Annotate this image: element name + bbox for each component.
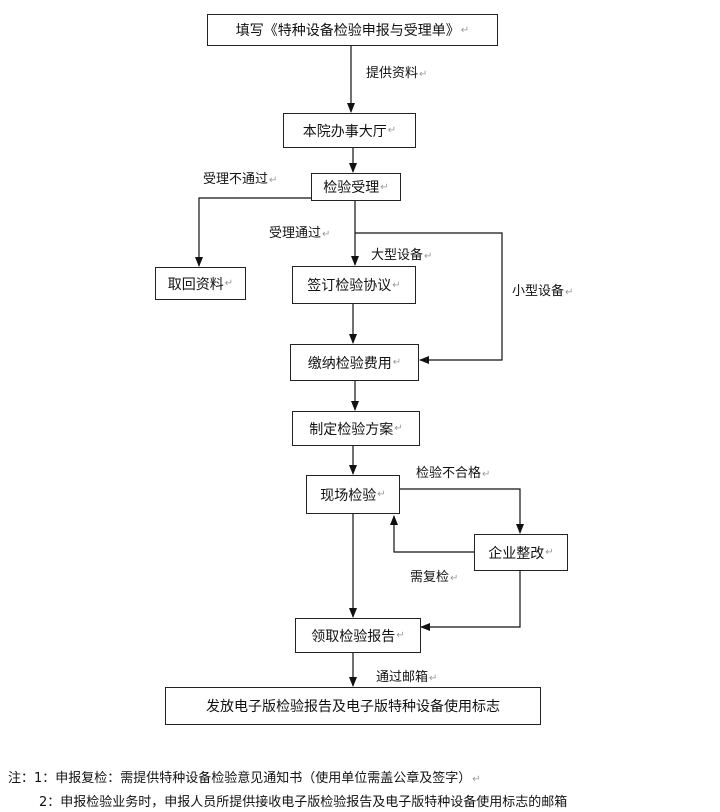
note-line-1-text: 注：1：申报复检：需提供特种设备检验意见通知书（使用单位需盖公章及签字） [8, 771, 472, 786]
note-line-2-text: 2：申报检验业务时，申报人员所提供接收电子版检验报告及电子版特种设备使用标志的邮… [39, 795, 568, 810]
paragraph-mark: ↵ [424, 251, 433, 262]
box-inspection-acceptance: 检验受理↵ [311, 173, 401, 201]
box-issue-report: 发放电子版检验报告及电子版特种设备使用标志 [165, 687, 541, 725]
box-service-hall-label: 本院办事大厅 [302, 123, 387, 140]
box-inspection-acceptance-label: 检验受理 [323, 180, 380, 196]
paragraph-mark: ↵ [482, 469, 491, 480]
box-fill-form-label: 填写《特种设备检验申报与受理单》 [235, 23, 460, 39]
box-pay-fee: 缴纳检验费用↵ [290, 344, 419, 381]
box-rectification-label: 企业整改 [488, 545, 545, 562]
arrow-rectification-to-onsite [390, 515, 474, 553]
paragraph-mark: ↵ [377, 489, 386, 500]
box-collect-report-label: 领取检验报告 [311, 628, 396, 645]
note-line-2: 2：申报检验业务时，申报人员所提供接收电子版检验报告及电子版特种设备使用标志的邮… [39, 791, 567, 810]
paragraph-mark: ↵ [224, 278, 234, 289]
label-unqualified: 检验不合格↵ [416, 462, 490, 481]
box-sign-agreement-label: 签订检验协议 [307, 278, 392, 294]
box-pay-fee-label: 缴纳检验费用 [307, 355, 392, 372]
box-issue-report-label: 发放电子版检验报告及电子版特种设备使用标志 [206, 699, 500, 715]
paragraph-mark: ↵ [450, 573, 459, 584]
paragraph-mark: ↵ [460, 24, 470, 36]
label-accepted-text: 受理通过 [269, 226, 322, 241]
box-make-plan-label: 制定检验方案 [309, 421, 394, 438]
box-onsite-inspection-label: 现场检验 [320, 487, 377, 504]
box-rectification: 企业整改↵ [474, 534, 568, 571]
label-provide-materials-text: 提供资料 [366, 66, 419, 81]
paragraph-mark: ↵ [472, 774, 481, 785]
paragraph-mark: ↵ [394, 423, 403, 434]
paragraph-mark: ↵ [419, 69, 428, 80]
label-large-equipment-text: 大型设备 [371, 248, 424, 263]
paragraph-mark: ↵ [565, 287, 574, 298]
paragraph-mark: ↵ [269, 175, 278, 186]
box-make-plan: 制定检验方案↵ [292, 411, 420, 446]
paragraph-mark: ↵ [392, 357, 402, 368]
paragraph-mark: ↵ [380, 181, 389, 193]
label-reinspection-text: 需复检 [410, 570, 450, 585]
label-not-accepted: 受理不通过↵ [203, 168, 277, 187]
label-unqualified-text: 检验不合格 [416, 466, 482, 481]
box-fill-form: 填写《特种设备检验申报与受理单》↵ [207, 14, 498, 46]
label-via-email: 通过邮箱↵ [376, 666, 437, 685]
box-service-hall: 本院办事大厅↵ [283, 113, 416, 148]
label-large-equipment: 大型设备↵ [371, 244, 432, 263]
label-small-equipment-text: 小型设备 [512, 284, 565, 299]
box-take-back-materials-label: 取回资料 [167, 276, 224, 293]
arrow-small-equipment-to-fee [355, 232, 503, 364]
arrow-rectification-to-report [420, 571, 521, 631]
paragraph-mark: ↵ [387, 125, 397, 136]
paragraph-mark: ↵ [429, 673, 438, 684]
label-reinspection: 需复检↵ [410, 566, 458, 585]
label-not-accepted-text: 受理不通过 [203, 172, 269, 187]
box-take-back-materials: 取回资料↵ [155, 267, 246, 300]
paragraph-mark: ↵ [392, 279, 401, 291]
box-sign-agreement: 签订检验协议↵ [292, 266, 416, 304]
paragraph-mark: ↵ [322, 229, 331, 240]
label-small-equipment: 小型设备↵ [512, 280, 574, 299]
box-onsite-inspection: 现场检验↵ [306, 475, 400, 514]
label-via-email-text: 通过邮箱 [376, 670, 429, 685]
label-provide-materials: 提供资料↵ [366, 62, 427, 81]
paragraph-mark: ↵ [396, 630, 405, 641]
note-line-1: 注：1：申报复检：需提供特种设备检验意见通知书（使用单位需盖公章及签字）↵ [8, 767, 481, 786]
box-collect-report: 领取检验报告↵ [295, 618, 421, 653]
arrow-onsite-to-rectification [400, 488, 524, 534]
arrow-acceptance-to-takeback [195, 197, 311, 267]
paragraph-mark: ↵ [545, 547, 554, 558]
label-accepted: 受理通过↵ [269, 222, 330, 241]
